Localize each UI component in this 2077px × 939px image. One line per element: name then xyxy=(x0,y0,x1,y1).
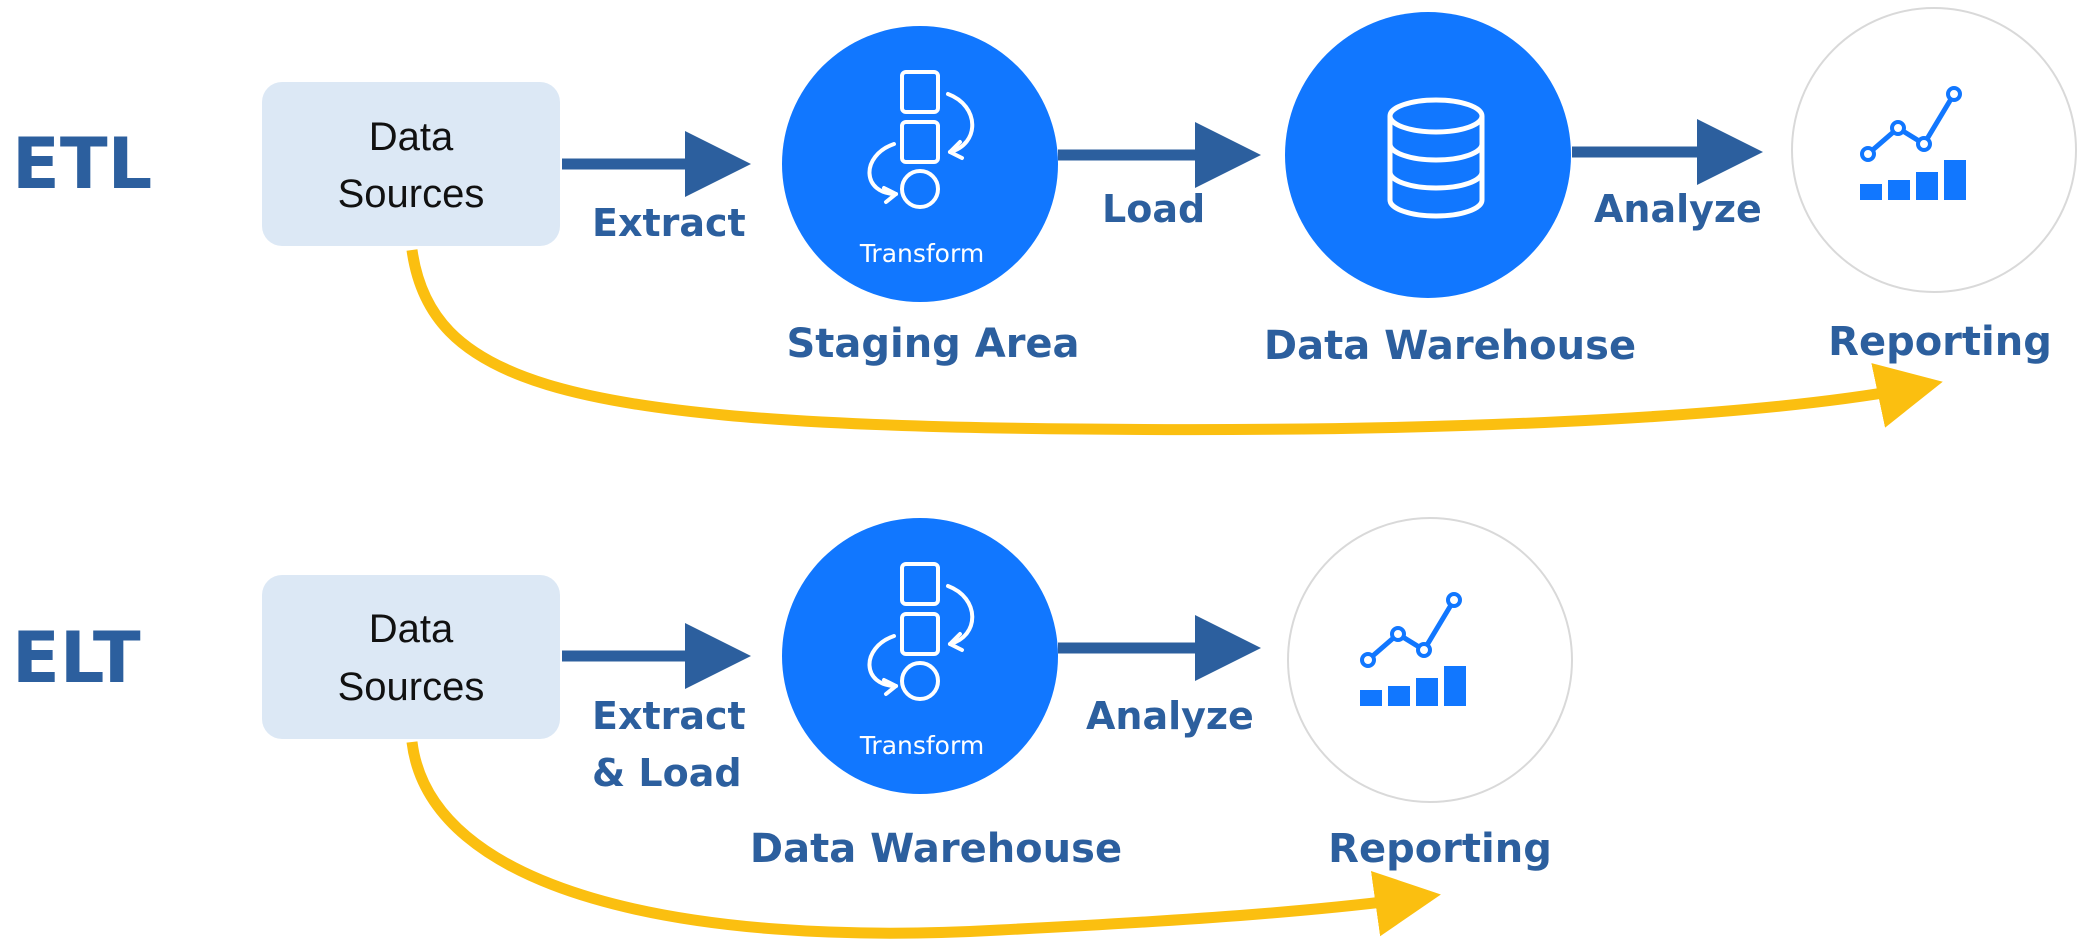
etl-reporting-label: Reporting xyxy=(1828,319,2052,365)
etl-transform-caption: Transform xyxy=(859,239,984,268)
etl-analyze-label: Analyze xyxy=(1594,187,1762,231)
elt-analyze-label: Analyze xyxy=(1086,694,1254,738)
etl-bypass-arrow xyxy=(406,249,1943,436)
elt-extract-label-line2: & Load xyxy=(592,751,742,795)
elt-reporting-label: Reporting xyxy=(1328,826,1552,872)
elt-row: ELT Data Sources Extract & Load Transfor… xyxy=(12,517,1573,939)
etl-warehouse-node xyxy=(1285,12,1571,298)
etl-extract-label: Extract xyxy=(592,201,746,245)
etl-data-sources-box: Data Sources xyxy=(262,82,560,246)
elt-reporting-node xyxy=(1287,517,1573,803)
elt-title: ELT xyxy=(12,617,141,699)
etl-staging-node: Transform xyxy=(782,26,1058,302)
etl-source-line2: Sources xyxy=(338,172,485,216)
elt-warehouse-label: Data Warehouse xyxy=(750,826,1122,872)
etl-warehouse-label: Data Warehouse xyxy=(1264,323,1636,369)
etl-reporting-node xyxy=(1791,7,2077,293)
etl-load-label: Load xyxy=(1102,187,1205,231)
etl-staging-label: Staging Area xyxy=(786,321,1079,367)
elt-transform-caption: Transform xyxy=(859,731,984,760)
elt-extract-label-line1: Extract xyxy=(592,694,746,738)
elt-bypass-arrow xyxy=(406,741,1441,939)
etl-title: ETL xyxy=(12,123,152,205)
elt-warehouse-node: Transform xyxy=(782,518,1058,794)
elt-source-line2: Sources xyxy=(338,665,485,709)
elt-data-sources-box: Data Sources xyxy=(262,575,560,739)
etl-source-line1: Data xyxy=(369,115,454,159)
elt-source-line1: Data xyxy=(369,607,454,651)
etl-row: ETL Data Sources Extract Transform Stagi… xyxy=(12,7,2077,436)
